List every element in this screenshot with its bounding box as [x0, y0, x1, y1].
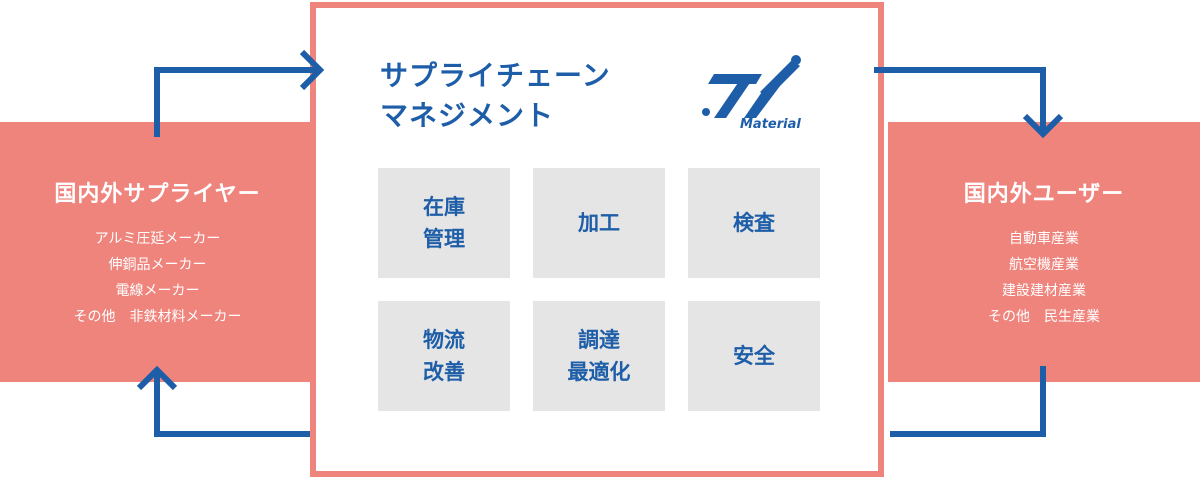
supply-chain-management-box: サプライチェーン マネジメント Material 在庫 管理 加工 検査 物流 … [310, 2, 884, 477]
tile-safety: 安全 [688, 301, 820, 411]
tile-processing: 加工 [533, 168, 665, 278]
tile-label: 在庫 管理 [423, 195, 465, 251]
center-title-line2: マネジメント [380, 99, 555, 132]
tile-label: 物流 改善 [423, 328, 465, 384]
supplier-list: アルミ圧延メーカー 伸銅品メーカー 電線メーカー その他 非鉄材料メーカー [74, 226, 242, 330]
tile-label: 安全 [733, 344, 775, 368]
list-item: その他 民生産業 [988, 309, 1100, 325]
center-title-line1: サプライチェーン [380, 59, 611, 92]
center-title: サプライチェーン マネジメント [380, 56, 611, 136]
user-list: 自動車産業 航空機産業 建設建材産業 その他 民生産業 [988, 226, 1100, 330]
supplier-panel-title: 国内外サプライヤー [54, 182, 261, 207]
list-item: その他 非鉄材料メーカー [73, 309, 242, 325]
tile-label: 加工 [578, 211, 620, 235]
logo-text: Material [740, 117, 801, 131]
list-item: 電線メーカー [115, 283, 200, 299]
tile-logistics: 物流 改善 [378, 301, 510, 411]
tile-label: 調達 最適化 [567, 328, 631, 384]
list-item: 建設建材産業 [1002, 283, 1086, 299]
user-panel: 国内外ユーザー 自動車産業 航空機産業 建設建材産業 その他 民生産業 [888, 122, 1200, 382]
user-panel-title: 国内外ユーザー [963, 182, 1125, 207]
list-item: 伸銅品メーカー [108, 257, 207, 273]
list-item: 自動車産業 [1009, 231, 1079, 247]
supplier-panel: 国内外サプライヤー アルミ圧延メーカー 伸銅品メーカー 電線メーカー その他 非… [0, 122, 315, 382]
list-item: アルミ圧延メーカー [94, 231, 221, 247]
tile-inventory: 在庫 管理 [378, 168, 510, 278]
tile-inspection: 検査 [688, 168, 820, 278]
tile-label: 検査 [733, 211, 775, 235]
material-logo-icon: Material [702, 55, 801, 131]
list-item: 航空機産業 [1009, 257, 1079, 273]
tile-procurement: 調達 最適化 [533, 301, 665, 411]
